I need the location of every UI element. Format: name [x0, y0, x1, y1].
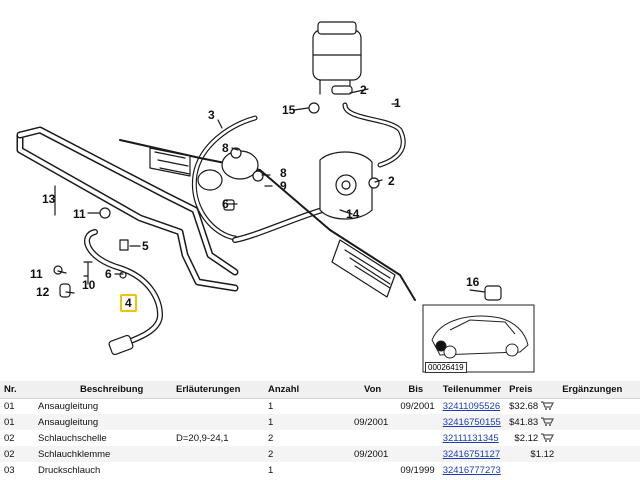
col-desc[interactable]: Beschreibung [34, 381, 152, 399]
callout-11[interactable]: 11 [73, 207, 86, 221]
col-from[interactable]: Von [318, 381, 393, 399]
callout-11[interactable]: 11 [30, 267, 43, 281]
cell-qty: 2 [264, 446, 318, 462]
callout-8[interactable]: 8 [280, 166, 287, 180]
cell-desc: Druckschlauch [34, 462, 152, 478]
cell-qty: 1 [264, 462, 318, 478]
cell-desc: Ansaugleitung [34, 414, 152, 430]
col-nr[interactable]: Nr. [0, 381, 34, 399]
callout-9[interactable]: 9 [280, 179, 287, 193]
part-number-link[interactable]: 32416750155 [442, 416, 501, 428]
cell-to [392, 414, 439, 430]
callout-1[interactable]: 1 [394, 96, 401, 110]
parts-diagram [16, 21, 535, 373]
callout-4-highlighted[interactable]: 4 [120, 294, 137, 312]
part-number-link[interactable]: 32411095526 [442, 400, 501, 412]
callout-12[interactable]: 12 [36, 285, 50, 299]
cell-notes [152, 414, 264, 430]
cell-part: 32411095526 [438, 398, 506, 414]
cell-nr: 02 [0, 430, 34, 446]
cell-to [392, 446, 439, 462]
cell-notes [152, 446, 264, 462]
cell-extra [558, 398, 640, 414]
steering-rack [119, 139, 416, 301]
cell-nr: 01 [0, 398, 34, 414]
cell-qty: 1 [264, 398, 318, 414]
cell-notes: D=20,9-24,1 [152, 430, 264, 446]
vehicle-inset [422, 304, 535, 373]
power-steering-pump [319, 151, 373, 220]
col-price[interactable]: Preis [505, 381, 559, 399]
cell-from: 09/2001 [318, 446, 393, 462]
cell-price: $41.83 [505, 414, 559, 430]
cell-desc: Ansaugleitung [34, 398, 152, 414]
part-number-link[interactable]: 32416751127 [442, 448, 501, 460]
callout-6[interactable]: 6 [105, 267, 112, 281]
callout-13[interactable]: 13 [42, 192, 56, 206]
col-notes[interactable]: Erläuterungen [152, 381, 264, 399]
col-qty[interactable]: Anzahl [264, 381, 318, 399]
callout-2[interactable]: 2 [388, 174, 395, 188]
price-value: $41.83 [509, 416, 539, 428]
cell-desc: Schlauchklemme [34, 446, 152, 462]
price-value: $32.68 [509, 400, 539, 412]
cell-part: 32111131345 [438, 430, 506, 446]
cell-qty: 2 [264, 430, 318, 446]
parts-table: Nr. Beschreibung Erläuterungen Anzahl Vo… [0, 381, 640, 478]
cart-icon[interactable] [540, 416, 555, 426]
cell-qty: 1 [264, 414, 318, 430]
cell-nr: 01 [0, 414, 34, 430]
cart-icon[interactable] [540, 401, 555, 410]
cell-desc: Schlauchschelle [34, 430, 152, 446]
cell-nr: 02 [0, 446, 34, 462]
callout-2[interactable]: 2 [360, 83, 367, 97]
part-number-link[interactable]: 32416777273 [442, 464, 501, 476]
col-part[interactable]: Teilenummer [438, 381, 506, 399]
callout-14[interactable]: 14 [346, 207, 360, 221]
cell-price [505, 462, 559, 478]
cell-price: $1.12 [505, 446, 559, 462]
callout-10[interactable]: 10 [82, 278, 96, 292]
cell-notes [152, 462, 264, 478]
callout-16[interactable]: 16 [466, 275, 480, 289]
table-header-row: Nr. Beschreibung Erläuterungen Anzahl Vo… [0, 381, 640, 399]
callout-5[interactable]: 5 [142, 239, 149, 253]
cell-extra [558, 462, 640, 478]
cell-from [318, 462, 393, 478]
cell-part: 32416751127 [438, 446, 506, 462]
image-code: 00026419 [425, 362, 467, 373]
cell-notes [152, 398, 264, 414]
cell-from [318, 430, 393, 446]
cell-to [392, 430, 439, 446]
price-value: $1.12 [530, 448, 555, 460]
part-number-link[interactable]: 32111131345 [442, 432, 499, 444]
cell-to: 09/1999 [392, 462, 439, 478]
cell-from: 09/2001 [318, 414, 393, 430]
cell-price: $32.68 [505, 398, 559, 414]
col-extra[interactable]: Ergänzungen [558, 381, 640, 399]
callout-8[interactable]: 8 [222, 141, 229, 155]
cell-extra [558, 446, 640, 462]
cell-nr: 03 [0, 462, 34, 478]
reservoir [312, 21, 362, 95]
cell-extra [558, 430, 640, 446]
callout-3[interactable]: 3 [208, 108, 215, 122]
cell-to: 09/2001 [392, 398, 439, 414]
cell-price: $2.12 [505, 430, 559, 446]
cell-part: 32416777273 [438, 462, 506, 478]
col-to[interactable]: Bis [392, 381, 439, 399]
callout-6[interactable]: 6 [222, 197, 229, 211]
cart-icon[interactable] [540, 432, 555, 442]
callout-15[interactable]: 15 [282, 103, 296, 117]
cell-part: 32416750155 [438, 414, 506, 430]
cell-from [318, 398, 393, 414]
cell-extra [558, 414, 640, 430]
price-value: $2.12 [514, 432, 539, 444]
